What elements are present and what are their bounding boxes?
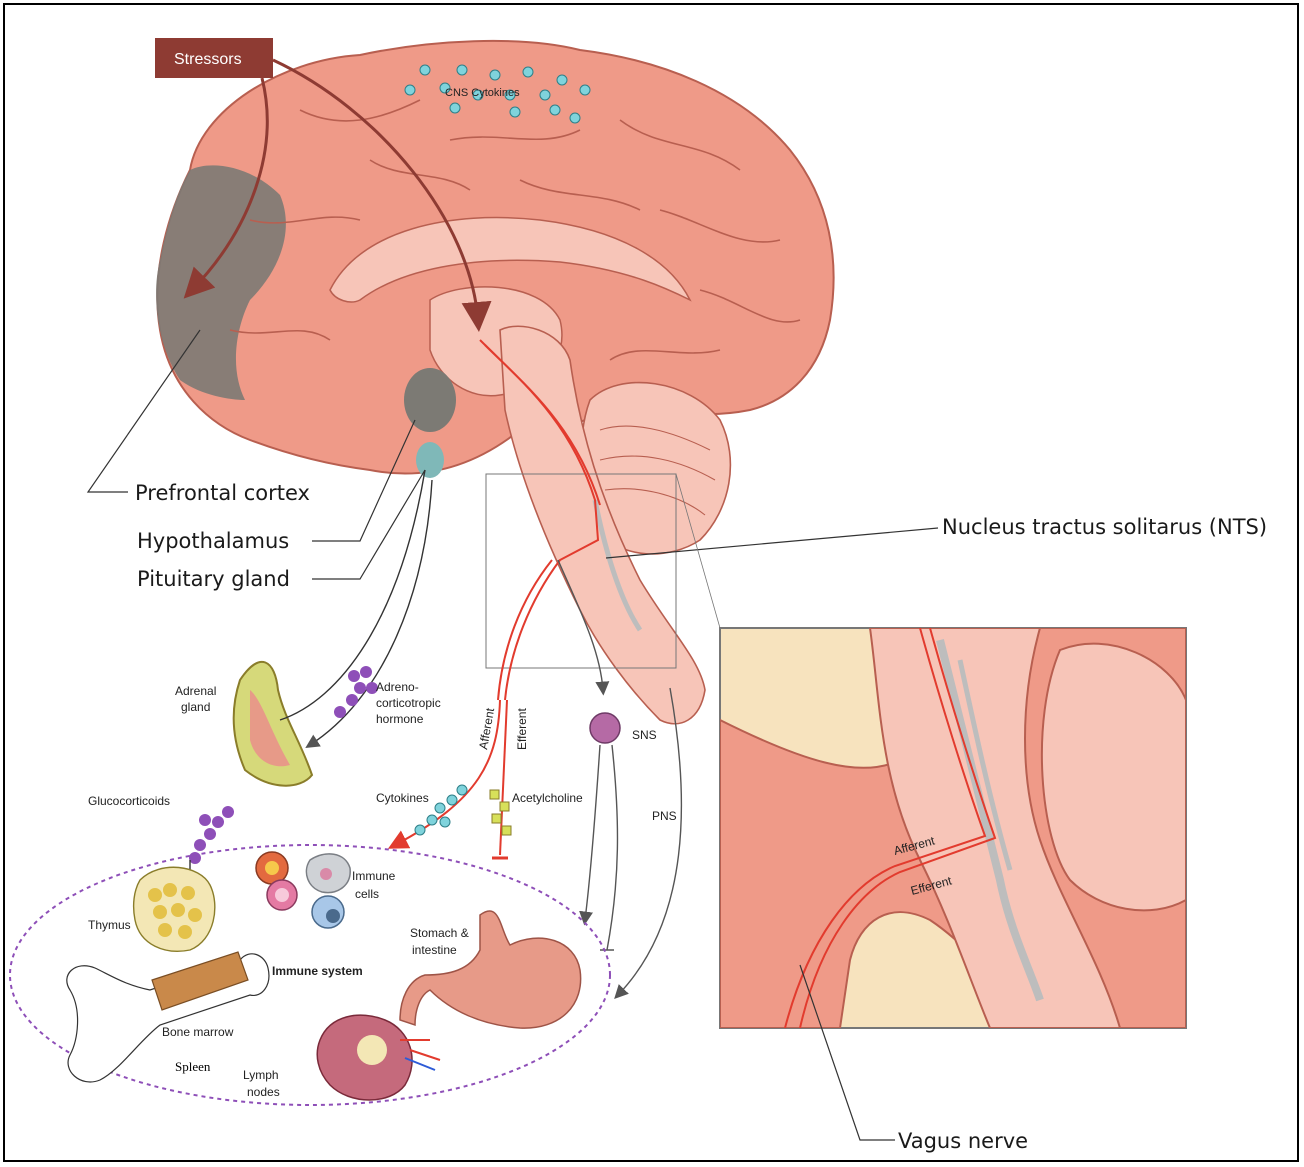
- bone-marrow-label: Bone marrow: [162, 1025, 234, 1039]
- vagus-nerve-label: Vagus nerve: [898, 1129, 1028, 1153]
- sns-to-stomach: [585, 745, 600, 920]
- lymph-nodes-label-2: nodes: [247, 1085, 280, 1099]
- spleen-lymph: [317, 1015, 440, 1100]
- stomach-label-1: Stomach &: [410, 926, 469, 940]
- thymus-label: Thymus: [88, 918, 131, 932]
- acetylcholine-label: Acetylcholine: [512, 791, 583, 805]
- prefrontal-cortex-label: Prefrontal cortex: [135, 481, 310, 505]
- brain: [156, 41, 834, 724]
- spleen-label: Spleen: [175, 1059, 211, 1074]
- immune-cells-label-1: Immune: [352, 869, 396, 883]
- acth-label-1: Adreno-: [376, 680, 419, 694]
- thymus: [134, 867, 215, 951]
- pituitary-shape: [416, 442, 444, 478]
- acth-label-3: hormone: [376, 712, 424, 726]
- nts-label: Nucleus tractus solitarus (NTS): [942, 515, 1267, 539]
- glucocorticoids-label: Glucocorticoids: [88, 794, 170, 808]
- lymph-nodes-label-1: Lymph: [243, 1068, 279, 1082]
- nts-inset: Afferent Efferent: [720, 628, 1186, 1028]
- cytokines-label: Cytokines: [376, 791, 429, 805]
- immune-cells-label-2: cells: [355, 887, 379, 901]
- stressors-label: Stressors: [174, 51, 242, 68]
- acth-label-2: corticotropic: [376, 696, 441, 710]
- immune-system-label: Immune system: [272, 964, 363, 978]
- immune-cells: [256, 852, 350, 928]
- efferent-label: Efferent: [515, 708, 529, 750]
- sns-label: SNS: [632, 728, 657, 742]
- adrenal-gland-label-2: gland: [181, 700, 210, 714]
- hypothalamus-shape: [404, 368, 456, 432]
- stomach-label-2: intestine: [412, 943, 457, 957]
- cns-cytokines-label: CNS Cytokines: [445, 87, 520, 99]
- pituitary-gland-label: Pituitary gland: [137, 567, 290, 591]
- acth-molecules: [334, 666, 378, 718]
- adrenal-gland-label-1: Adrenal: [175, 684, 216, 698]
- pns-label: PNS: [652, 809, 677, 823]
- adrenal-gland: [234, 662, 312, 786]
- sns-ganglion: [590, 713, 620, 743]
- hypothalamus-label: Hypothalamus: [137, 529, 289, 553]
- sns-to-immune: [600, 745, 617, 950]
